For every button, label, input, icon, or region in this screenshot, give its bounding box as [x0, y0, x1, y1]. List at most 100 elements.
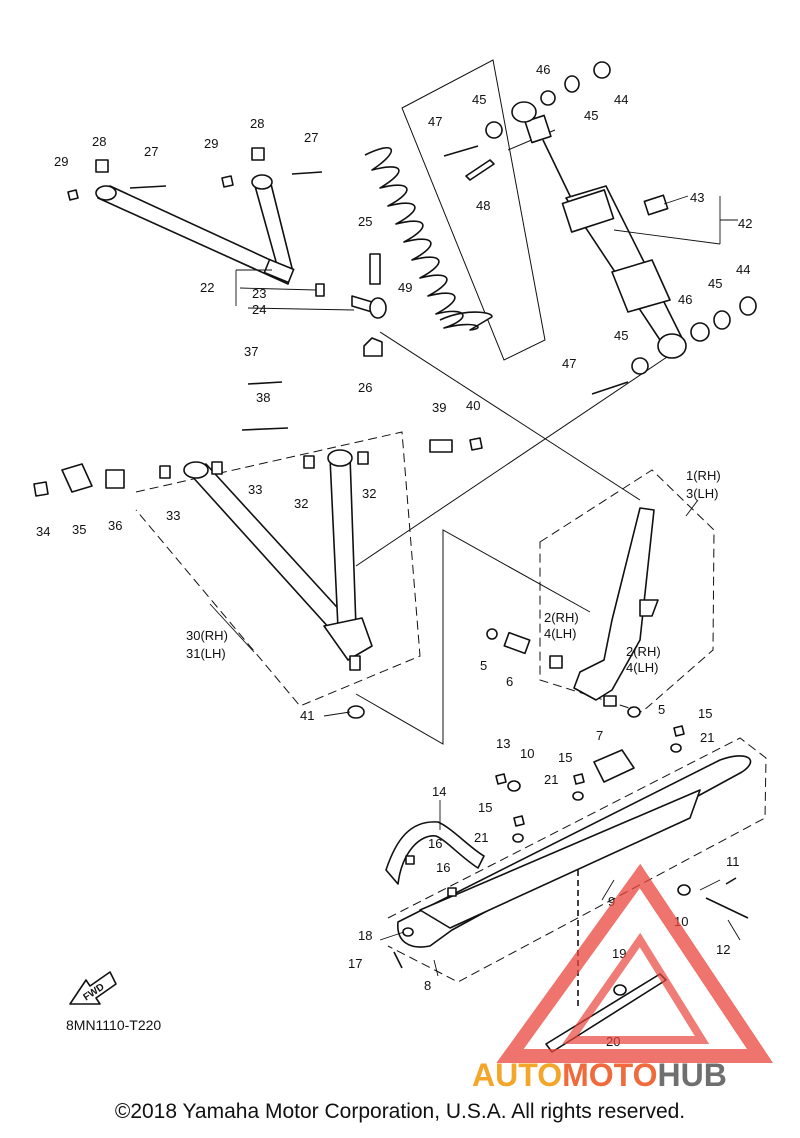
washer-5-lower[interactable] — [627, 706, 641, 718]
bolt-47-bottom[interactable] — [591, 381, 629, 395]
washer-5-upper[interactable] — [486, 628, 498, 640]
nut-29-right[interactable] — [221, 175, 234, 188]
nut-15-center[interactable] — [573, 773, 585, 785]
clip-48[interactable] — [465, 159, 495, 181]
washer-21-left[interactable] — [512, 833, 524, 843]
callout-2-rh-lower: 2(RH) — [626, 644, 661, 659]
bushing-28-left[interactable] — [95, 159, 109, 173]
bolt-37[interactable] — [247, 381, 283, 385]
shock-spring-49[interactable] — [364, 147, 493, 331]
callout-15-left: 15 — [478, 800, 492, 815]
callout-5-lower: 5 — [658, 702, 665, 717]
bushing-32-right[interactable] — [357, 451, 369, 465]
bushing-2-4-lower[interactable] — [603, 695, 617, 707]
callout-38: 38 — [256, 390, 270, 405]
lower-a-arm[interactable] — [33, 381, 483, 719]
washer-10-upper[interactable] — [507, 780, 521, 792]
callout-26: 26 — [358, 380, 372, 395]
callout-46-top: 46 — [536, 62, 550, 77]
bushing-32-left[interactable] — [303, 455, 315, 469]
nut-15-left[interactable] — [513, 815, 525, 827]
collar-46-top[interactable] — [540, 90, 556, 106]
nut-19[interactable] — [613, 984, 627, 996]
collar-46-bottom[interactable] — [690, 322, 710, 342]
pin-11[interactable] — [725, 877, 737, 885]
washer-10-lower[interactable] — [677, 884, 691, 896]
callout-41: 41 — [300, 708, 314, 723]
callout-11: 11 — [726, 854, 740, 869]
callout-47-top: 47 — [428, 114, 442, 129]
bushing-45-bottom-right[interactable] — [713, 310, 731, 330]
callout-2-rh-upper: 2(RH) — [544, 610, 579, 625]
callout-12: 12 — [716, 942, 730, 957]
callout-13: 13 — [496, 736, 510, 751]
shock-absorber-42[interactable] — [443, 61, 757, 395]
callout-21-left: 21 — [474, 830, 488, 845]
washer-21-right[interactable] — [670, 743, 682, 753]
fwd-arrow: FWD — [69, 971, 117, 1005]
diagram-code: 8MN1110-T220 — [66, 1017, 161, 1033]
sleeve-39[interactable] — [429, 439, 453, 453]
washer-21-center[interactable] — [572, 791, 584, 801]
grommet-16-left[interactable] — [405, 855, 415, 865]
ski-spindle[interactable] — [486, 507, 659, 718]
bushing-45-upper-left[interactable] — [485, 121, 503, 139]
nut-15-right[interactable] — [673, 725, 685, 737]
washer-44-top[interactable] — [593, 61, 611, 79]
callout-22: 22 — [200, 280, 214, 295]
bolt-47-top[interactable] — [443, 145, 479, 157]
bushing-33-right[interactable] — [211, 461, 223, 475]
callout-6: 6 — [506, 674, 513, 689]
callout-36: 36 — [108, 518, 122, 533]
callout-4-lh-lower: 4(LH) — [626, 660, 659, 675]
spring-seat-43[interactable] — [643, 194, 669, 216]
bushing-2-4-upper[interactable] — [549, 655, 563, 669]
callout-29-left: 29 — [54, 154, 68, 169]
callout-46-bottom: 46 — [678, 292, 692, 307]
leader-shock-to-arm — [355, 354, 671, 567]
nut-13[interactable] — [495, 773, 507, 785]
nut-29-left[interactable] — [67, 189, 79, 201]
callout-5-upper: 5 — [480, 658, 487, 673]
callout-29-right: 29 — [204, 136, 218, 151]
washer-44-bottom[interactable] — [739, 296, 757, 316]
bracket-35[interactable] — [61, 463, 93, 493]
upper-a-arm[interactable] — [67, 147, 387, 357]
collar-36[interactable] — [105, 469, 125, 489]
nut-41[interactable] — [347, 705, 365, 719]
washer-18[interactable] — [402, 927, 414, 937]
callout-21-center: 21 — [544, 772, 558, 787]
callout-27-right: 27 — [304, 130, 318, 145]
bushing-45-top[interactable] — [564, 75, 580, 93]
screw-17[interactable] — [393, 951, 403, 969]
ball-joint-washer-23[interactable] — [315, 283, 325, 297]
ski-handle-14[interactable] — [385, 821, 485, 885]
callout-4-lh-upper: 4(LH) — [544, 626, 577, 641]
callout-8: 8 — [424, 978, 431, 993]
callout-23: 23 — [252, 286, 266, 301]
watermark-moto: MOTO — [562, 1057, 657, 1093]
bolt-25[interactable] — [369, 253, 381, 285]
nut-34[interactable] — [33, 481, 49, 497]
callout-48: 48 — [476, 198, 490, 213]
callout-25: 25 — [358, 214, 372, 229]
bolt-38[interactable] — [241, 427, 289, 431]
bushing-28-right[interactable] — [251, 147, 265, 161]
callout-43: 43 — [690, 190, 704, 205]
ball-joint-24[interactable] — [351, 295, 373, 313]
bushing-33-left[interactable] — [159, 465, 171, 479]
grommet-16-right[interactable] — [447, 887, 457, 897]
collar-6[interactable] — [503, 631, 531, 655]
callout-19: 19 — [612, 946, 626, 961]
bolt-27-right[interactable] — [291, 171, 323, 175]
ski-8[interactable] — [385, 725, 752, 1053]
ski-saddle-7[interactable] — [593, 749, 635, 783]
watermark-hub: HUB — [657, 1057, 726, 1093]
bolt-27-left[interactable] — [129, 185, 167, 189]
collar-26[interactable] — [363, 337, 383, 357]
lower-arm-group-outline — [135, 431, 421, 707]
callout-21-right: 21 — [700, 730, 714, 745]
bolt-12[interactable] — [705, 897, 749, 919]
nut-40[interactable] — [469, 437, 483, 451]
bushing-45-bottom-left[interactable] — [631, 357, 649, 375]
